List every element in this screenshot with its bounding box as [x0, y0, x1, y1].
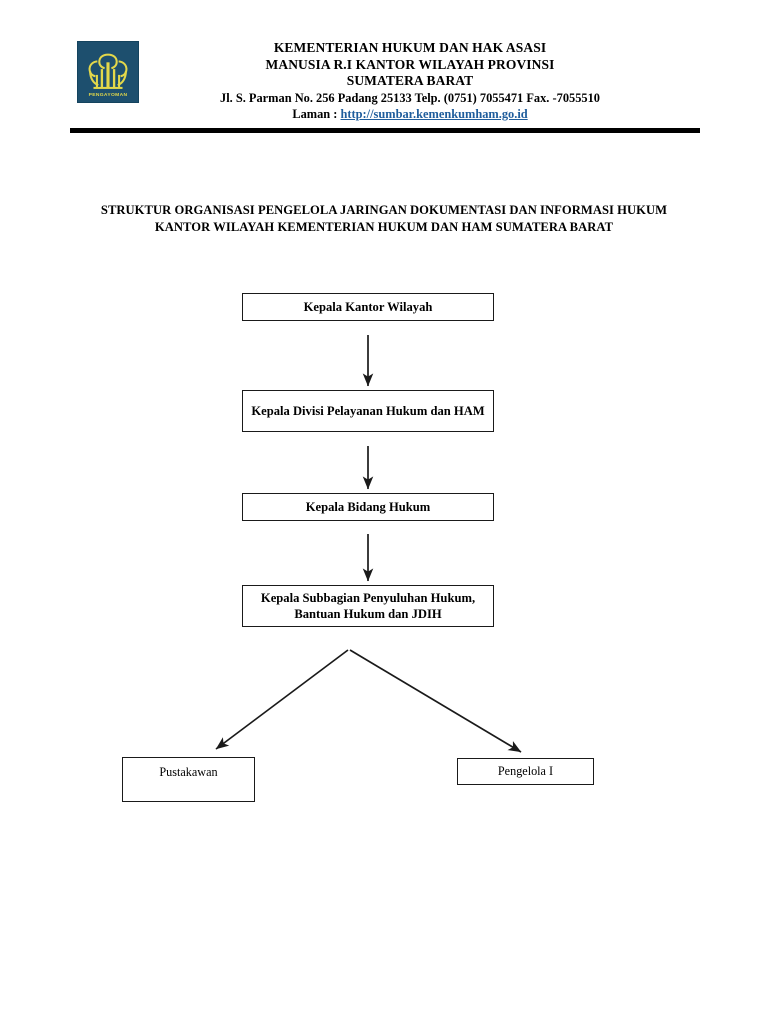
org-node-label: Kepala Kantor Wilayah [303, 299, 433, 314]
edge-subbag-to-pengelola [349, 649, 522, 753]
website-link[interactable]: http://sumbar.kemenkumham.go.id [340, 107, 528, 121]
org-node-label: Pustakawan [159, 765, 218, 779]
org-node-pustakawan[interactable]: Pustakawan [122, 757, 255, 802]
office-website-line: Laman : http://sumbar.kemenkumham.go.id [150, 106, 670, 123]
org-node-kepala-subbagian-penyuluhan-hukum[interactable]: Kepala Subbagian Penyuluhan Hukum, Bantu… [242, 585, 494, 627]
document-title-line-1: STRUKTUR ORGANISASI PENGELOLA JARINGAN D… [100, 203, 668, 217]
org-node-kepala-divisi-pelayanan-hukum-dan-ham[interactable]: Kepala Divisi Pelayanan Hukum dan HAM [242, 390, 494, 432]
org-node-label: Kepala Divisi Pelayanan Hukum dan HAM [251, 403, 485, 418]
org-node-pengelola-1[interactable]: Pengelola I [457, 758, 594, 785]
letterhead-divider-rule [70, 128, 700, 133]
ministry-name-line-2: MANUSIA R.I KANTOR WILAYAH PROVINSI [265, 56, 555, 72]
edge-subbag-to-pustakawan [215, 649, 349, 750]
letterhead: PENGAYOMAN KEMENTERIAN HUKUM DAN HAK ASA… [0, 0, 768, 140]
document-title: STRUKTUR ORGANISASI PENGELOLA JARINGAN D… [64, 202, 704, 236]
org-node-label: Pengelola I [497, 764, 554, 778]
org-node-kepala-bidang-hukum[interactable]: Kepala Bidang Hukum [242, 493, 494, 521]
pengayoman-banyan-tree-logo: PENGAYOMAN [77, 41, 139, 103]
letterhead-text-block: KEMENTERIAN HUKUM DAN HAK ASASI MANUSIA … [150, 40, 670, 123]
office-address: Jl. S. Parman No. 256 Padang 25133 Telp.… [220, 90, 600, 105]
document-title-line-2: KANTOR WILAYAH KEMENTERIAN HUKUM DAN HAM… [154, 220, 614, 234]
org-node-label: Kepala Subbagian Penyuluhan Hukum, Bantu… [260, 590, 476, 622]
svg-text:PENGAYOMAN: PENGAYOMAN [89, 92, 128, 98]
ministry-name-line-3: SUMATERA BARAT [346, 73, 474, 88]
org-node-kepala-kantor-wilayah[interactable]: Kepala Kantor Wilayah [242, 293, 494, 321]
ministry-name-line-1: KEMENTERIAN HUKUM DAN HAK ASASI [273, 40, 547, 55]
website-label: Laman : [292, 107, 341, 121]
org-node-label: Kepala Bidang Hukum [305, 499, 431, 514]
